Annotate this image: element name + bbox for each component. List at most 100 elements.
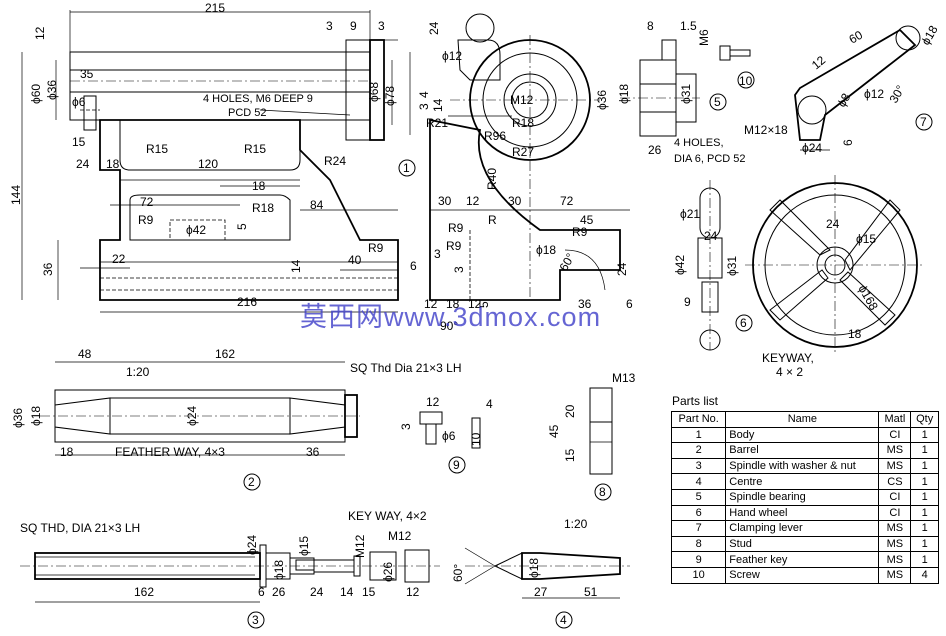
note-keyway-size: 4 × 2 [776, 365, 803, 379]
dim-dia-68: ϕ68 [367, 82, 381, 102]
dim-angle-30: 30° [886, 83, 907, 106]
dim-dia-31: ϕ31 [725, 256, 739, 276]
name-cell: Spindle with washer & nut [725, 457, 880, 475]
dim-r18: R18 [512, 116, 534, 130]
dim-36: 36 [306, 445, 320, 459]
part-6-hand-wheel: ϕ21 24 ϕ42 ϕ31 9 24 ϕ15 ϕ168 18 6 KEYWAY… [673, 175, 925, 379]
dim-9: 9 [684, 295, 691, 309]
dim-1-5: 15 [362, 585, 376, 599]
note-4-holes-m6: 4 HOLES, M6 DEEP 9 [203, 93, 313, 105]
dim-angle-90: 90° [440, 319, 458, 333]
dim-dia-24: ϕ24 [245, 535, 259, 555]
dim-84: 84 [310, 198, 324, 212]
dim-dia-18: ϕ18 [536, 243, 556, 257]
dim-6: 6 [841, 139, 855, 146]
qty-cell: 1 [910, 551, 939, 568]
note-key-way: KEY WAY, 4×2 [348, 509, 427, 523]
dim-12: 12 [466, 194, 480, 208]
matl-cell: CS [878, 473, 912, 490]
part-no-cell: 6 [670, 504, 727, 522]
dim-12: 12 [809, 53, 828, 73]
dim-r9b: R9 [368, 241, 384, 255]
dim-18: 18 [848, 327, 862, 341]
matl-cell: MS [878, 520, 912, 537]
matl-cell: MS [878, 442, 912, 459]
part-no-cell: 2 [670, 442, 727, 459]
dim-18d: 18 [446, 297, 460, 311]
dim-dia-78: ϕ78 [383, 86, 397, 106]
qty-cell: 1 [910, 504, 939, 522]
part-4-centre: 1:20 60° ϕ18 27 51 4 [451, 517, 630, 629]
dim-60: 60 [847, 28, 866, 47]
note-4-holes: 4 HOLES, [674, 137, 724, 149]
dim-dia-21: ϕ21 [680, 207, 700, 221]
dim-12d: 12 [424, 297, 438, 311]
dim-216: 216 [237, 295, 257, 309]
dim-dia-12: ϕ12 [442, 49, 462, 63]
part-5-spindle-bearing: ϕ36 ϕ18 ϕ31 5 26 4 HOLES, DIA 6, PCD 52 [595, 59, 746, 165]
watermark: 莫西网www.3dmox.com [300, 302, 601, 332]
name-cell: Stud [725, 535, 880, 553]
col-part-no: Part No. [670, 411, 727, 428]
dim-dia-24: ϕ24 [185, 406, 199, 426]
note-sq-thd-spindle: SQ THD, DIA 21×3 LH [20, 521, 140, 535]
dim-dia-8: ϕ8 [834, 91, 853, 110]
part-no-cell: 10 [670, 566, 727, 584]
part-no-cell: 1 [670, 426, 727, 444]
dim-20: 20 [563, 404, 577, 418]
dim-r9d: R9 [446, 239, 462, 253]
dim-r15a: R15 [146, 142, 168, 156]
dim-51: 51 [584, 585, 598, 599]
dim-3d: 3 [434, 247, 441, 261]
dim-r9a: R9 [138, 213, 154, 227]
part-no-cell: 3 [670, 457, 727, 475]
dim-36c: 36 [578, 297, 592, 311]
dim-r24: R24 [324, 154, 346, 168]
part-2-barrel: 48 162 1:20 SQ Thd Dia 21×3 LH ϕ36 ϕ18 ϕ… [11, 347, 462, 491]
dim-5: 5 [235, 223, 249, 230]
dim-12: 12 [33, 26, 47, 40]
callout-4: 4 [560, 613, 567, 627]
dim-3: 3 [399, 423, 413, 430]
dim-dia-18: ϕ18 [272, 560, 286, 580]
dim-15: 15 [563, 448, 577, 462]
dim-r9e: R9 [572, 225, 588, 239]
dim-18: 18 [106, 157, 120, 171]
dim-dia-36: ϕ36 [11, 408, 25, 428]
dim-dia-12: ϕ12 [864, 87, 884, 101]
dim-30a: 30 [438, 194, 452, 208]
part-no-cell: 9 [670, 551, 727, 568]
dim-dia-36: ϕ36 [45, 80, 59, 100]
dim-dia-15: ϕ15 [297, 536, 311, 556]
dim-10: 10 [469, 432, 483, 446]
dim-162: 162 [134, 585, 154, 599]
dim-dia-15: ϕ15 [856, 232, 876, 246]
col-qty: Qty [910, 411, 939, 428]
qty-cell: 1 [910, 473, 939, 490]
callout-9: 9 [453, 458, 460, 472]
dim-8: 8 [647, 19, 654, 33]
dim-30b: 30 [508, 194, 522, 208]
part-8-stud: M13 20 45 15 8 [547, 371, 636, 501]
part-9-feather-key: 12 4 3 ϕ6 10 9 [399, 395, 493, 474]
dim-r40: R40 [485, 168, 499, 190]
dim-14: 14 [431, 98, 445, 112]
part-1-body-side-view: 24 ϕ12 M12 4 3 14 R21 R96 R18 R27 R40 30… [410, 13, 633, 333]
part-no-cell: 7 [670, 520, 727, 537]
dim-24: 24 [427, 21, 441, 35]
dim-r: R [488, 213, 497, 227]
part-3-spindle: SQ THD, DIA 21×3 LH ϕ24 ϕ18 ϕ15 KEY WAY,… [20, 509, 440, 629]
dim-14: 14 [340, 585, 354, 599]
dim-24: 24 [76, 157, 90, 171]
dim-3: 3 [417, 103, 431, 110]
dim-36: 36 [41, 262, 55, 276]
callout-7: 7 [920, 115, 927, 129]
name-cell: Centre [725, 473, 880, 490]
dim-24: 24 [704, 229, 718, 243]
dim-dia-6: ϕ6 [442, 429, 456, 443]
part-10-screw: 8 1.5 M6 10 [647, 19, 755, 89]
dim-m12: M12 [510, 93, 534, 107]
